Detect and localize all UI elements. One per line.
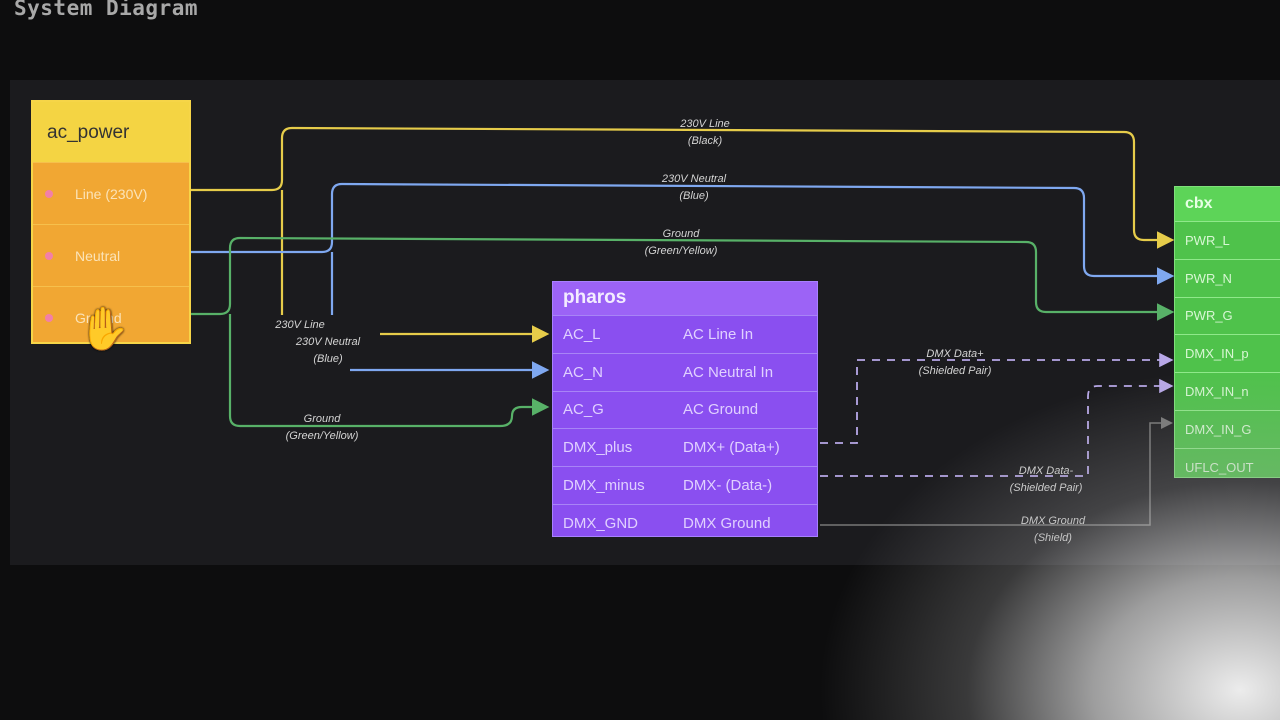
wire-label-line2: (Green/Yellow) [285,430,359,442]
wire-label-ground-mid: Ground (Green/Yellow) [286,411,359,445]
port-pwr-n[interactable]: PWR_N [1175,258,1280,297]
port-desc: DMX Ground [683,514,771,532]
node-title: cbx [1175,187,1280,221]
port-id: DMX_GND [563,514,639,532]
wire-label-dmx-gnd: DMX Ground (Shield) [1021,513,1085,547]
wire-dmx-gnd [820,417,1173,526]
wire-line-to-pharos [280,190,545,334]
wire-label-ground-top: Ground (Green/Yellow) [645,226,718,260]
port-dmx-gnd[interactable]: DMX_GND DMX Ground [553,503,817,542]
port-id: AC_N [563,363,604,381]
wire-label-line1: 230V Neutral [661,173,727,185]
port-desc: DMX- (Data-) [683,477,773,495]
wire-label-line-top: 230V Line (Black) [680,116,730,150]
wire-label-line2: (Shielded Pair) [918,365,992,377]
port-dmx-minus[interactable]: DMX_minus DMX- (Data-) [553,466,817,504]
port-dmx-plus[interactable]: DMX_plus DMX+ (Data+) [553,428,817,466]
wire-label-neutral-mid: 230V Neutral (Blue) [296,334,360,368]
port-desc: AC Line In [683,325,754,343]
port-dmx-in-g[interactable]: DMX_IN_G [1175,409,1280,448]
port-id: AC_L [563,325,601,343]
wire-label-line2: (Shield) [1034,532,1072,544]
port-desc: AC Neutral In [683,363,774,381]
port-label: Line (230V) [75,185,148,202]
wire-label-line2: (Black) [687,135,723,147]
wire-label-line2: (Blue) [679,190,709,202]
wire-dmx-minus [820,378,1174,477]
wire-label-line-mid: 230V Line [275,317,325,334]
port-dmx-in-p[interactable]: DMX_IN_p [1175,334,1280,372]
node-cbx[interactable]: cbx PWR_L PWR_N PWR_G DMX_IN_p DMX_IN_n … [1174,186,1280,478]
wire-label-line1: DMX Data+ [926,348,984,360]
wire-label-line1: DMX Data- [1018,465,1074,477]
port-id: DMX_minus [563,477,645,495]
wire-dmx-plus [820,352,1174,444]
wire-label-line1: 230V Line [680,118,730,130]
wire-label-line1: DMX Ground [1020,515,1086,527]
port-neutral[interactable]: Neutral [33,224,189,286]
wire-label-line1: Ground [303,413,341,425]
port-pwr-g[interactable]: PWR_G [1175,296,1280,335]
port-id: AC_G [563,401,604,419]
port-handle[interactable] [45,189,53,198]
wire-neutral-to-pharos [330,252,545,370]
wire-label-line1: 230V Line [275,319,325,331]
port-line[interactable]: Line (230V) [33,162,189,224]
wire-label-line1: 230V Neutral [295,336,361,348]
wire-label-line2: (Blue) [313,353,343,365]
node-title: ac_power [33,102,189,162]
port-dmx-in-n[interactable]: DMX_IN_n [1175,372,1280,410]
port-id: DMX_plus [563,439,633,457]
hand-cursor-icon: ✋ [78,305,131,352]
port-ac-l[interactable]: AC_L AC Line In [553,315,817,353]
wire-label-line2: (Shielded Pair) [1009,482,1083,494]
wire-label-dmx-plus: DMX Data+ (Shielded Pair) [919,346,992,380]
port-ac-g[interactable]: AC_G AC Ground [553,390,817,429]
port-desc: AC Ground [683,401,759,419]
wire-label-dmx-minus: DMX Data- (Shielded Pair) [1010,463,1083,497]
wire-label-line2: (Green/Yellow) [644,245,718,257]
port-label: Neutral [75,247,121,264]
node-title: pharos [553,282,817,315]
port-handle[interactable] [45,313,53,322]
wire-label-neutral-top: 230V Neutral (Blue) [662,171,726,205]
port-pwr-l[interactable]: PWR_L [1175,221,1280,259]
port-desc: DMX+ (Data+) [683,439,780,457]
wire-label-line1: Ground [662,228,700,240]
port-uflc-out[interactable]: UFLC_OUT [1175,447,1280,486]
port-handle[interactable] [45,251,53,260]
port-ac-n[interactable]: AC_N AC Neutral In [553,352,817,391]
